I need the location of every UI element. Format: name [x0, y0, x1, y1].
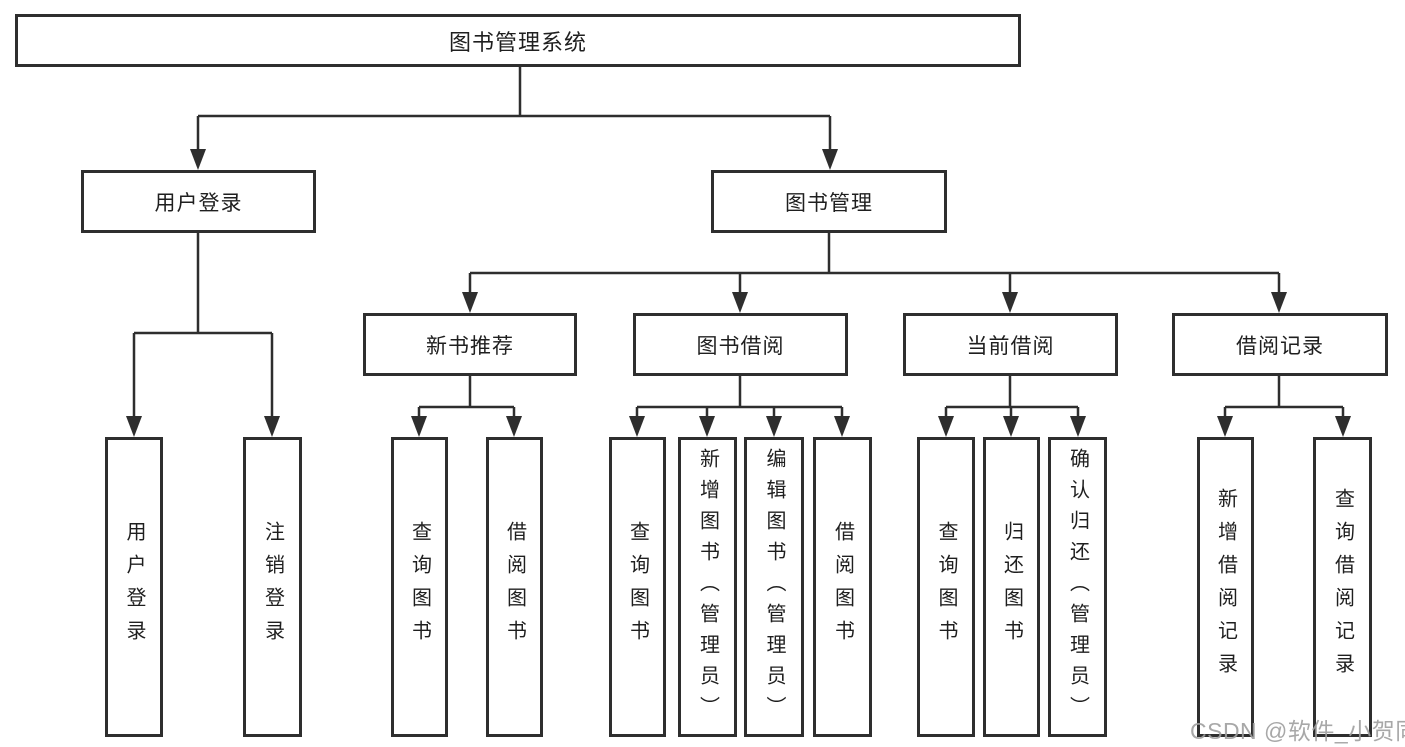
leaf-query-borrow-record: 查询借阅记录 — [1313, 437, 1372, 737]
arrowhead — [1335, 416, 1351, 437]
leaf-return-books: 归还图书 — [983, 437, 1040, 737]
arrowhead — [938, 416, 954, 437]
leaf-query-books-borrowing: 查询图书 — [609, 437, 666, 737]
node-label: 新书推荐 — [426, 334, 514, 358]
arrowhead — [1070, 416, 1086, 437]
arrowhead — [506, 416, 522, 437]
leaf-confirm-return-admin: 确认归还（管理员） — [1048, 437, 1107, 737]
leaf-user-login: 用户登录 — [105, 437, 163, 737]
leaf-label: 归还图书 — [1000, 521, 1023, 653]
leaf-label: 确认归还（管理员） — [1066, 447, 1089, 727]
leaf-query-books-recommend: 查询图书 — [391, 437, 448, 737]
leaf-label: 查询图书 — [408, 521, 431, 653]
node-new-book-recommend: 新书推荐 — [363, 313, 577, 376]
arrowhead — [264, 416, 280, 437]
leaf-edit-book-admin: 编辑图书（管理员） — [744, 437, 804, 737]
leaf-label: 注销登录 — [261, 521, 284, 653]
leaf-label: 编辑图书（管理员） — [763, 447, 785, 727]
leaf-logout: 注销登录 — [243, 437, 302, 737]
leaf-label: 查询图书 — [935, 521, 957, 653]
node-label: 当前借阅 — [966, 334, 1055, 358]
arrowheads — [126, 149, 1351, 437]
leaf-borrow-books: 借阅图书 — [813, 437, 872, 737]
leaf-query-books-current: 查询图书 — [917, 437, 975, 737]
node-label: 图书管理 — [785, 191, 873, 215]
node-label: 用户登录 — [154, 191, 243, 215]
leaf-label: 查询借阅记录 — [1331, 488, 1354, 686]
leaf-label: 新增借阅记录 — [1214, 488, 1237, 686]
node-current-borrowing: 当前借阅 — [903, 313, 1118, 376]
arrowhead — [732, 292, 748, 313]
arrowhead — [699, 416, 715, 437]
leaf-borrow-books-recommend: 借阅图书 — [486, 437, 543, 737]
leaf-label: 新增图书（管理员） — [696, 447, 719, 727]
leaf-label: 借阅图书 — [503, 521, 526, 653]
leaf-add-book-admin: 新增图书（管理员） — [678, 437, 737, 737]
arrowhead — [629, 416, 645, 437]
arrowhead — [126, 416, 142, 437]
leaf-add-borrow-record: 新增借阅记录 — [1197, 437, 1254, 737]
node-user-login: 用户登录 — [81, 170, 316, 233]
arrowhead — [1003, 416, 1019, 437]
leaf-label: 借阅图书 — [831, 521, 854, 653]
node-label: 借阅记录 — [1236, 334, 1324, 358]
arrowhead — [1217, 416, 1233, 437]
leaf-label: 查询图书 — [626, 521, 649, 653]
node-book-management: 图书管理 — [711, 170, 947, 233]
node-label: 图书管理系统 — [448, 29, 587, 55]
arrowhead — [190, 149, 206, 170]
leaf-label: 用户登录 — [123, 521, 145, 653]
arrowhead — [411, 416, 427, 437]
arrowhead — [462, 292, 478, 313]
arrowhead — [834, 416, 850, 437]
csdn-watermark: CSDN @软件_小贺同学 — [1190, 718, 1405, 744]
node-label: 图书借阅 — [696, 334, 785, 358]
arrowhead — [822, 149, 838, 170]
arrowhead — [1002, 292, 1018, 313]
node-library-system: 图书管理系统 — [15, 14, 1021, 67]
arrowhead — [766, 416, 782, 437]
arrowhead — [1271, 292, 1287, 313]
node-book-borrowing: 图书借阅 — [633, 313, 848, 376]
node-borrowing-records: 借阅记录 — [1172, 313, 1388, 376]
connector-path — [132, 67, 1345, 419]
